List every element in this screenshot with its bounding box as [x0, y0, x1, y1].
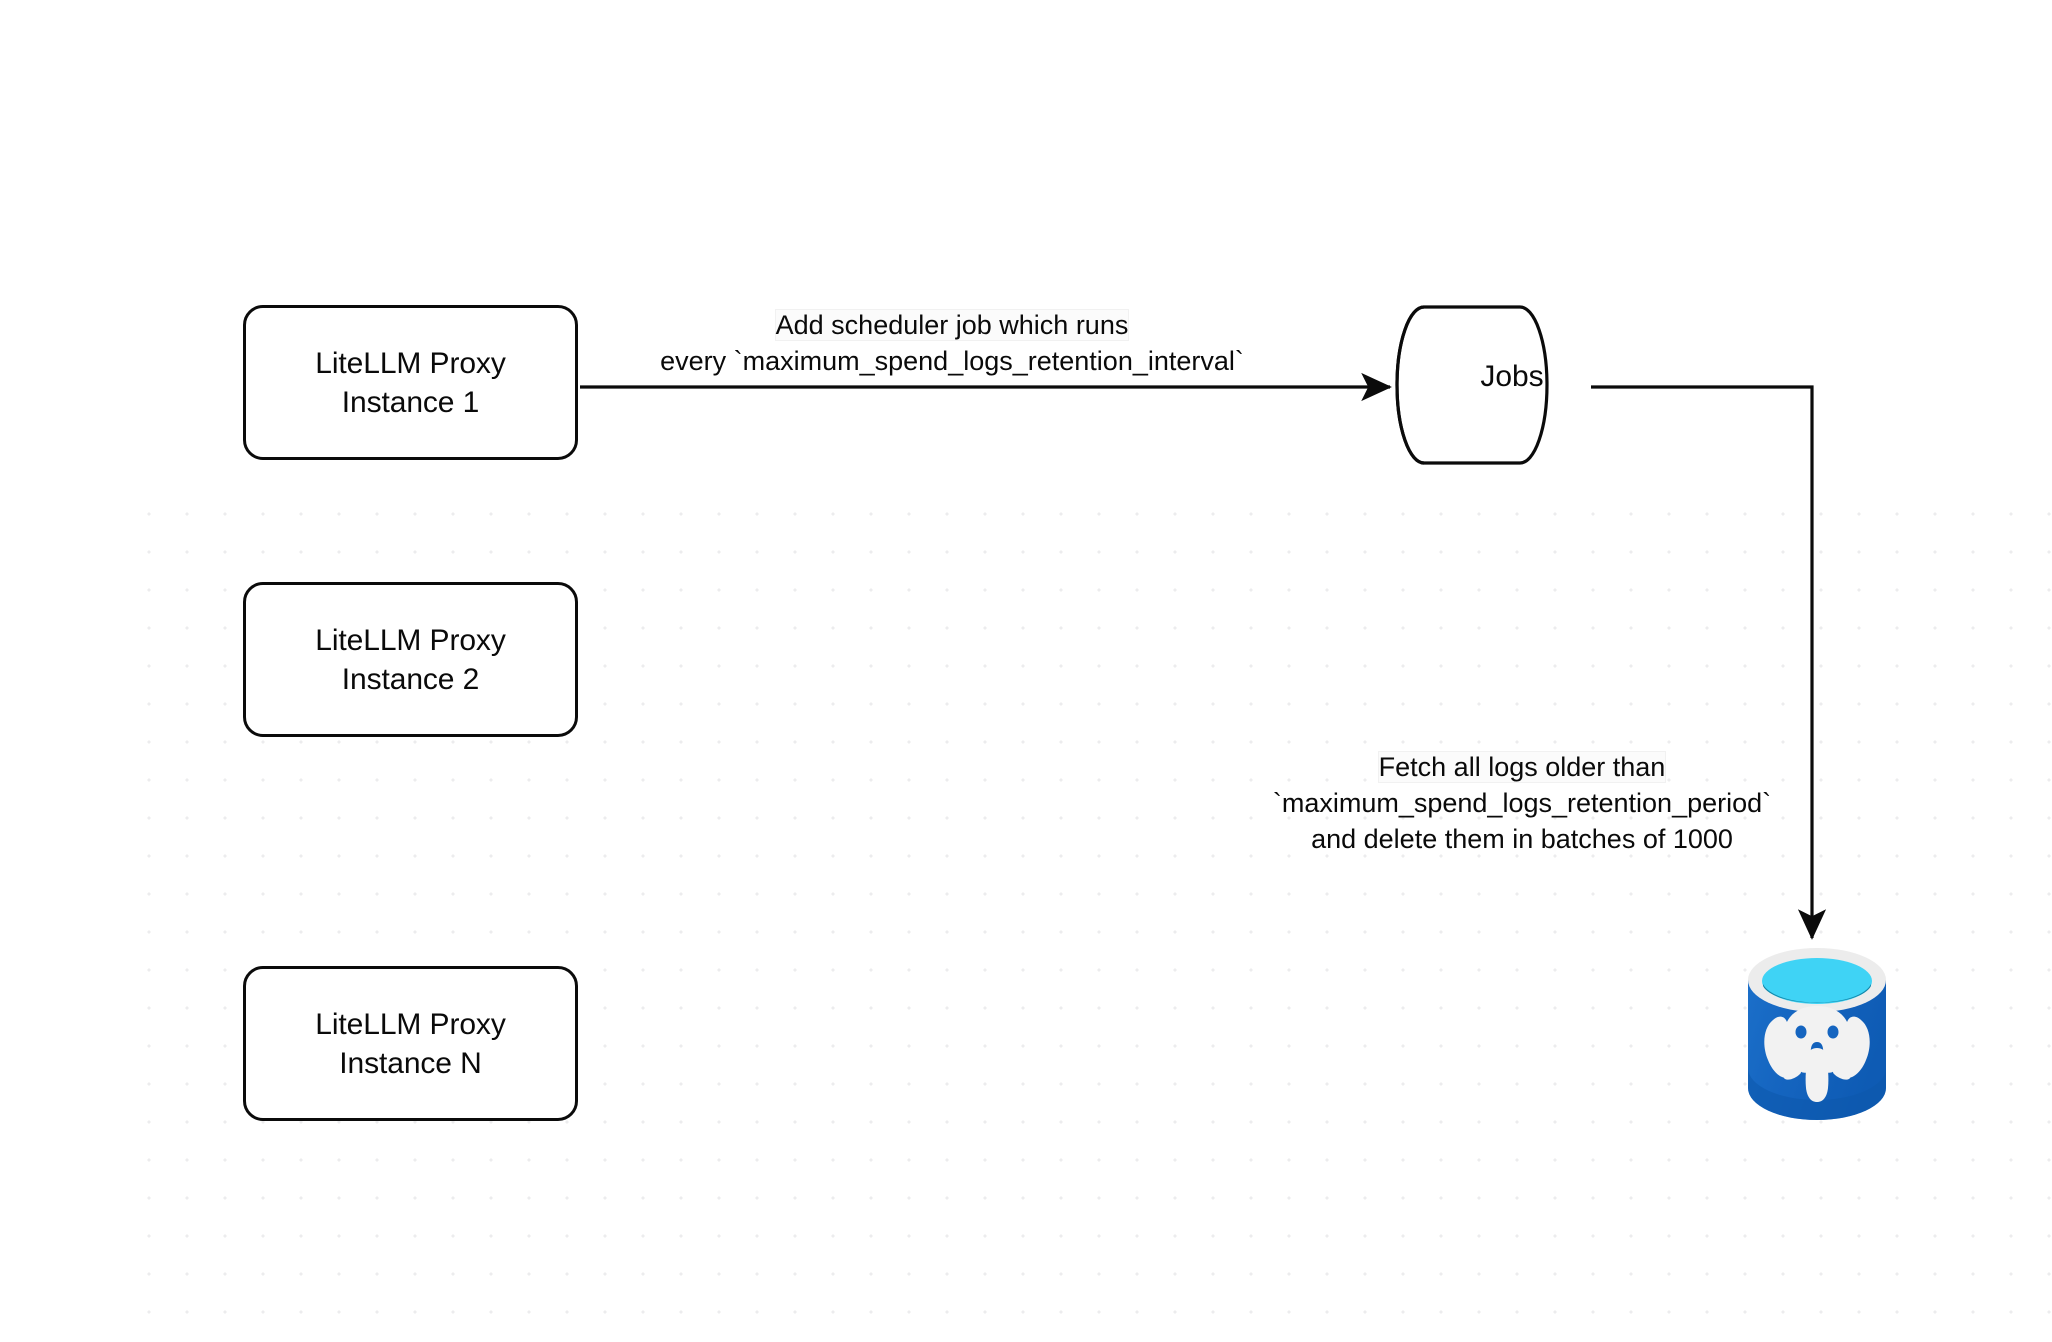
node-label-line1: LiteLLM Proxy [315, 346, 506, 380]
elephant-glyph [1764, 1006, 1870, 1102]
node-litellm-proxy-instance-2[interactable]: LiteLLM Proxy Instance 2 [243, 582, 578, 737]
edge-label-line3: and delete them in batches of 1000 [1311, 823, 1733, 854]
elephant-eyes [1795, 1025, 1839, 1039]
node-label-line2: Instance N [339, 1046, 482, 1080]
edge-label-cleanup: Fetch all logs older than `maximum_spend… [1222, 750, 1822, 858]
edge-label-scheduler: Add scheduler job which runs every `maxi… [588, 308, 1316, 380]
edge-label-line2: `maximum_spend_logs_retention_period` [1272, 787, 1772, 818]
node-label-line1: LiteLLM Proxy [315, 623, 506, 657]
node-label-line1: LiteLLM Proxy [315, 1007, 506, 1041]
node-jobs-label[interactable]: Jobs [1480, 360, 1544, 393]
edge-label-line1-text: Add scheduler job which runs [775, 310, 1129, 340]
node-label-line2: Instance 2 [341, 662, 480, 696]
node-litellm-proxy-instance-1[interactable]: LiteLLM Proxy Instance 1 [243, 305, 578, 460]
postgresql-database-icon [1748, 948, 1886, 1120]
node-label-line2: Instance 1 [341, 385, 480, 419]
node-litellm-proxy-instance-n[interactable]: LiteLLM Proxy Instance N [243, 966, 578, 1121]
edge-label-line1: Fetch all logs older than [1222, 750, 1822, 786]
edge-label-line1: Add scheduler job which runs [588, 308, 1316, 344]
edge-label-line2: every `maximum_spend_logs_retention_inte… [660, 345, 1244, 376]
jobs-cylinder-shape [1395, 305, 1549, 465]
edge-jobs-to-database [1591, 385, 1827, 940]
edge-label-line1-text: Fetch all logs older than [1378, 752, 1666, 782]
